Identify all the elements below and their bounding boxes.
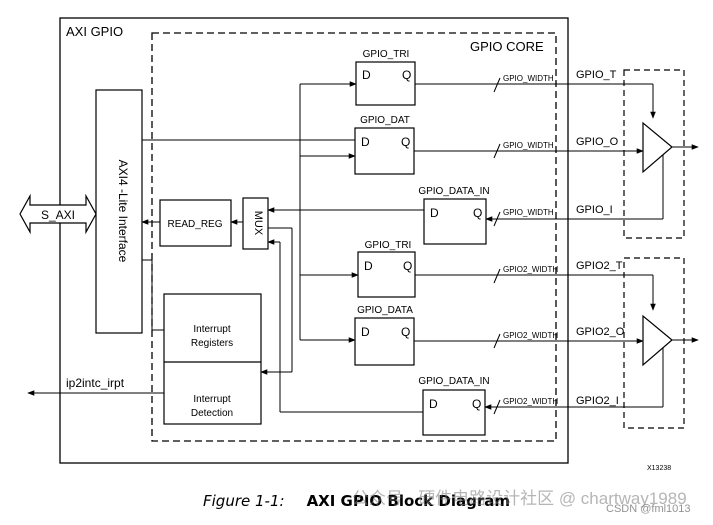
gpio-data-in-title: GPIO_DATA_IN — [418, 186, 489, 197]
mux-block — [242, 197, 269, 250]
tristate-buffer-2 — [642, 314, 673, 367]
gpio2-data-in-d: D — [429, 397, 438, 411]
gpio-tri-d: D — [362, 68, 371, 82]
csdn-watermark: CSDN @fml1013 — [606, 503, 691, 515]
gpio-data-in-q: Q — [473, 206, 482, 220]
interrupt-block — [163, 293, 262, 425]
figure-number: Figure 1-1: — [203, 492, 285, 510]
gpio-core-box — [151, 32, 557, 442]
gpio-dat-q: Q — [401, 135, 410, 149]
port-gpio-o: GPIO_O — [576, 136, 619, 148]
gpio2-tri-title: GPIO_TRI — [365, 240, 412, 251]
interrupt-detection-label-2: Detection — [191, 408, 233, 419]
figure-id: X13238 — [647, 465, 671, 472]
gpio2-data-q: Q — [401, 325, 410, 339]
gpio-dat-title: GPIO_DAT — [360, 115, 410, 126]
gpio-tri-title: GPIO_TRI — [363, 49, 410, 60]
gpio2-data-in-title: GPIO_DATA_IN — [418, 376, 489, 387]
gpio2-tri-q: Q — [403, 259, 412, 273]
s-axi-label: S_AXI — [41, 208, 75, 222]
gpio-port-box — [623, 69, 685, 239]
interrupt-registers-label-2: Registers — [191, 338, 233, 349]
interrupt-detection-label-1: Interrupt — [193, 394, 230, 405]
read-reg-block — [159, 199, 232, 247]
gpio-tri-q: Q — [402, 68, 411, 82]
mux-label: MUX — [252, 211, 264, 236]
port-gpio-i: GPIO_I — [576, 204, 613, 216]
bus-gpio-width-2: GPIO_WIDTH — [503, 141, 554, 150]
gpio-tri-register — [355, 61, 416, 106]
gpio-core-title: GPIO CORE — [470, 39, 544, 54]
bus-gpio2-width-3: GPIO2_WIDTH — [503, 397, 558, 406]
ip2intc-irpt-label: ip2intc_irpt — [66, 376, 125, 390]
bus-gpio2-width-1: GPIO2_WIDTH — [503, 265, 558, 274]
gpio2-tri-d: D — [364, 259, 373, 273]
bus-gpio2-width-2: GPIO2_WIDTH — [503, 331, 558, 340]
axi-gpio-title: AXI GPIO — [66, 24, 123, 39]
bus-gpio-width-3: GPIO_WIDTH — [503, 208, 554, 217]
axi4-lite-interface-label: AXI4 -Lite Interface — [116, 160, 130, 263]
gpio2-data-in-q: Q — [472, 397, 481, 411]
port-gpio2-t: GPIO2_T — [576, 260, 623, 272]
gpio2-data-d: D — [361, 325, 370, 339]
tristate-buffer-1 — [642, 121, 673, 174]
bus-gpio-width-1: GPIO_WIDTH — [503, 74, 554, 83]
gpio2-data-title: GPIO_DATA — [357, 305, 413, 316]
port-gpio-t: GPIO_T — [576, 69, 617, 81]
port-gpio2-i: GPIO2_I — [576, 395, 619, 407]
gpio-dat-d: D — [361, 135, 370, 149]
internal-wiring — [141, 81, 424, 413]
read-reg-label: READ_REG — [167, 219, 222, 230]
port-gpio2-o: GPIO2_O — [576, 326, 625, 338]
gpio2-port-box — [623, 257, 685, 429]
watermark-text: 公众号 · 硬件电路设计社区 @ chartway1989 — [352, 489, 687, 508]
gpio-data-in-d: D — [430, 206, 439, 220]
figure-title: AXI GPIO Block Diagram — [306, 492, 510, 510]
axi4-lite-interface-block — [95, 89, 143, 334]
figure-caption: Figure 1-1: AXI GPIO Block Diagram — [0, 492, 713, 510]
gpio-data-in-register — [423, 198, 487, 245]
axi-gpio-box — [59, 17, 569, 464]
interrupt-registers-label-1: Interrupt — [193, 324, 230, 335]
port-wiring — [414, 77, 699, 415]
